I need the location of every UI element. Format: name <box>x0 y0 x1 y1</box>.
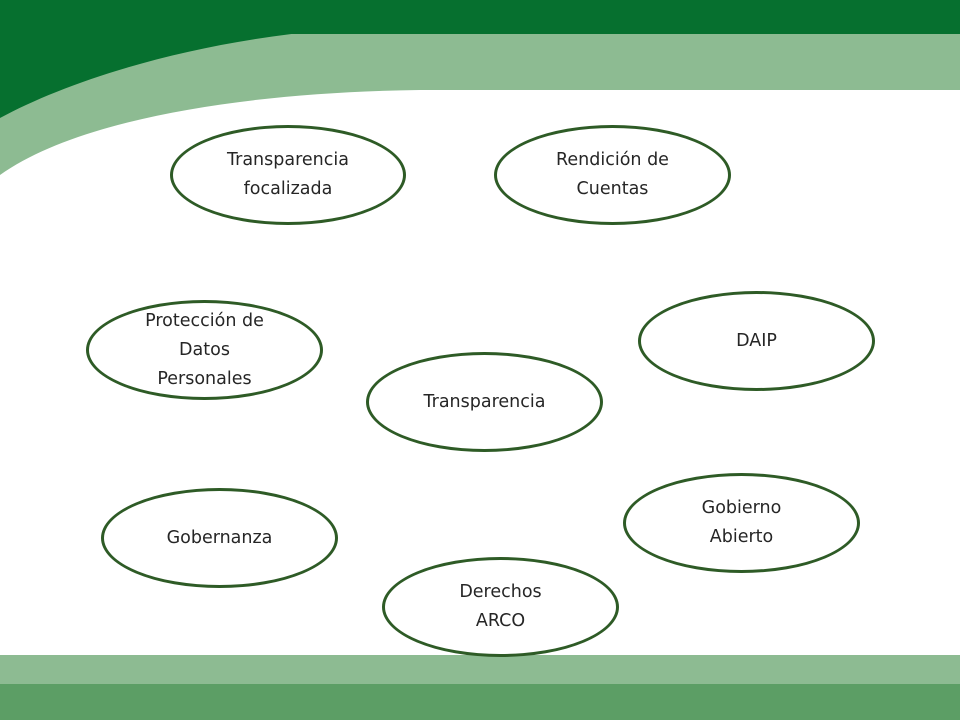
node-daip: DAIP <box>638 291 875 391</box>
node-label: Protección de Datos Personales <box>145 310 264 389</box>
node-rendicion-de-cuentas: Rendición de Cuentas <box>494 125 731 225</box>
node-proteccion-de-datos-personales: Protección de Datos Personales <box>86 300 323 400</box>
bottom-green-band <box>0 684 960 720</box>
node-transparencia-focalizada: Transparencia focalizada <box>170 125 406 225</box>
node-label: Gobierno Abierto <box>701 498 782 547</box>
node-label: Rendición de Cuentas <box>556 150 669 199</box>
node-derechos-arco: Derechos ARCO <box>382 557 619 657</box>
node-transparencia: Transparencia <box>366 352 603 452</box>
bottom-light-green-band <box>0 655 960 684</box>
node-gobierno-abierto: Gobierno Abierto <box>623 473 860 573</box>
top-light-green-swoosh <box>0 34 960 175</box>
node-label: Transparencia <box>423 391 546 412</box>
node-label: Derechos ARCO <box>459 582 542 631</box>
node-label: Gobernanza <box>166 527 273 548</box>
node-gobernanza: Gobernanza <box>101 488 338 588</box>
node-label: Transparencia focalizada <box>227 150 349 199</box>
top-left-dark-green-curve <box>0 30 330 118</box>
node-label: DAIP <box>736 330 777 351</box>
top-dark-green-band <box>0 0 960 34</box>
